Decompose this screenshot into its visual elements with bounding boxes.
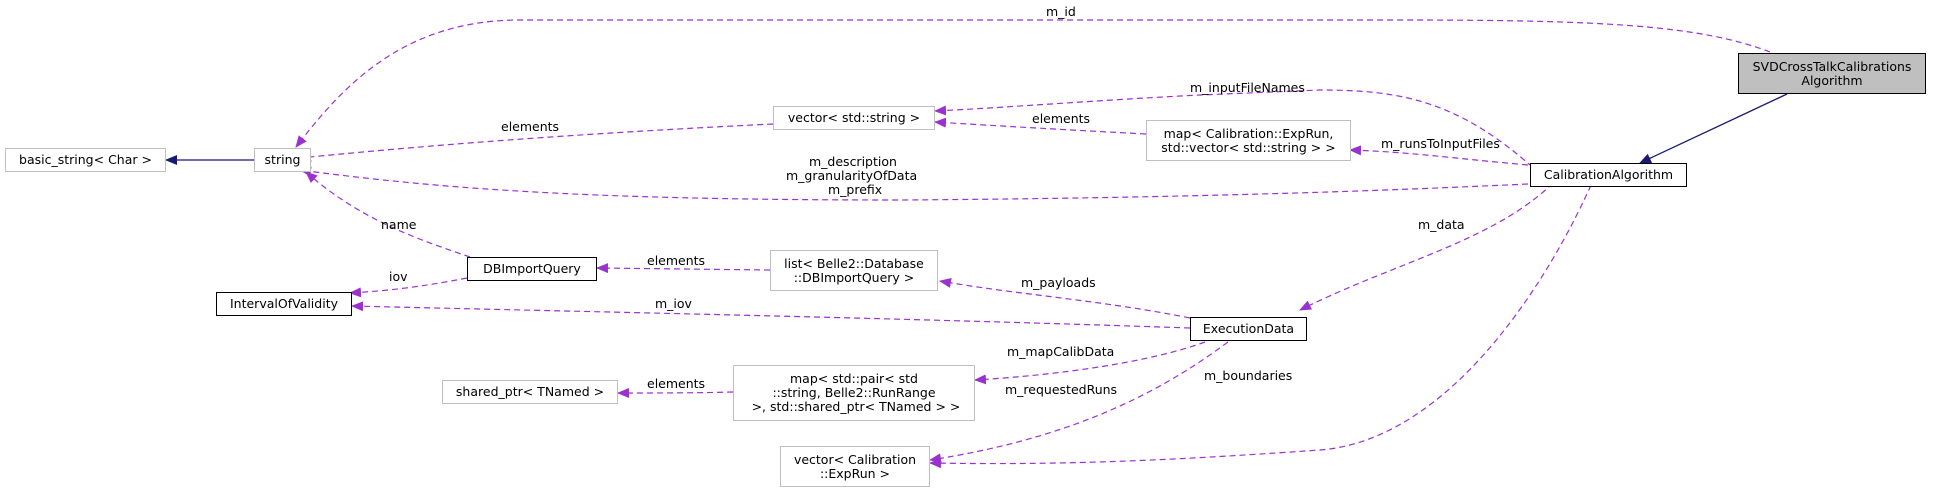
edge-m-description <box>299 166 1529 201</box>
node-label: >, std::shared_ptr< TNamed > > <box>747 399 961 414</box>
node-label: vector< Calibration <box>793 451 917 467</box>
edge-m-data <box>1299 175 1561 311</box>
node-string[interactable]: string <box>254 148 311 172</box>
node-map-calibration-exprun[interactable]: map< Calibration::ExpRun, std::vector< s… <box>1146 120 1351 161</box>
node-basic-string[interactable]: basic_string< Char > <box>5 148 166 172</box>
edge-label-elements: elements <box>501 119 559 134</box>
edge-m-mapcalibdata <box>974 341 1206 385</box>
edge-label-iov: iov <box>389 269 408 284</box>
edge-name <box>305 171 471 258</box>
node-label: vector< std::string > <box>787 110 921 125</box>
node-calibrationalgorithm[interactable]: CalibrationAlgorithm <box>1530 163 1687 187</box>
edge-label-m-inputfilenames: m_inputFileNames <box>1190 80 1305 95</box>
edge-label-m-prefix: m_prefix <box>828 182 882 197</box>
node-list-belle2-database-dbimportquery[interactable]: list< Belle2::Database ::DBImportQuery > <box>770 250 938 291</box>
edge-iov <box>349 277 468 298</box>
edge-m-requestedruns <box>929 341 1229 464</box>
node-vector-calibration-exprun[interactable]: vector< Calibration ::ExpRun > <box>780 446 930 487</box>
node-label: IntervalOfValidity <box>229 296 338 311</box>
node-executiondata[interactable]: ExecutionData <box>1190 317 1307 341</box>
node-label: ::string, Belle2::RunRange <box>772 385 936 400</box>
edge-label-m-runstoinputfiles: m_runsToInputFiles <box>1381 136 1500 151</box>
node-label: ExecutionData <box>1202 321 1295 336</box>
edge-label-m-mapcalibdata: m_mapCalibData <box>1007 344 1114 359</box>
edge-label-m-requestedruns: m_requestedRuns <box>1005 382 1117 397</box>
node-label: CalibrationAlgorithm <box>1543 167 1674 182</box>
node-label: shared_ptr< TNamed > <box>455 384 605 399</box>
edge-elements-mappair-shared <box>617 387 734 398</box>
node-map-std-pair-runrange[interactable]: map< std::pair< std ::string, Belle2::Ru… <box>733 365 975 421</box>
node-label: Algorithm <box>1801 72 1863 88</box>
node-svdcrosstalkcalibrationsalgorithm[interactable]: SVDCrossTalkCalibrations Algorithm <box>1738 53 1926 94</box>
edge-svd-to-calibrationalgorithm <box>1639 93 1788 164</box>
edge-label-elements: elements <box>647 376 705 391</box>
node-intervalofvalidity[interactable]: IntervalOfValidity <box>216 292 352 316</box>
edge-label-m-id: m_id <box>1046 4 1076 19</box>
edge-label-m-iov: m_iov <box>655 296 693 311</box>
node-label: map< Calibration::ExpRun, <box>1163 125 1334 141</box>
node-label: ::ExpRun > <box>819 465 891 481</box>
edge-label-m-description: m_description <box>809 154 897 169</box>
edge-m-id <box>295 19 1771 148</box>
node-label: SVDCrossTalkCalibrations <box>1752 58 1912 74</box>
node-label: std::vector< std::string > > <box>1161 139 1336 155</box>
edge-label-m-boundaries: m_boundaries <box>1204 368 1292 383</box>
edge-m-iov <box>351 301 1191 329</box>
node-label: map< std::pair< std <box>790 371 918 386</box>
edge-label-elements: elements <box>647 253 705 268</box>
edge-m-payloads <box>939 277 1191 319</box>
node-vector-std-string[interactable]: vector< std::string > <box>773 106 935 130</box>
edge-elements-listdb-dbq <box>596 263 771 274</box>
edge-label-m-payloads: m_payloads <box>1021 275 1096 290</box>
edge-label-m-granularityofdata: m_granularityOfData <box>786 168 917 183</box>
edge-m-runstoinputfiles <box>1349 145 1529 166</box>
edge-m-boundaries <box>929 175 1596 469</box>
node-label: ::DBImportQuery > <box>793 269 915 285</box>
node-shared-ptr-tnamed[interactable]: shared_ptr< TNamed > <box>442 380 618 404</box>
node-label: basic_string< Char > <box>19 152 152 167</box>
node-dbimportquery[interactable]: DBImportQuery <box>467 257 597 281</box>
edge-label-m-data: m_data <box>1418 217 1465 232</box>
edge-label-name: name <box>381 217 417 232</box>
node-label: list< Belle2::Database <box>784 255 924 271</box>
edge-elements-vecstr-string <box>299 123 774 162</box>
node-label: DBImportQuery <box>483 261 581 276</box>
node-label: string <box>264 152 301 167</box>
edge-label-elements: elements <box>1032 111 1090 126</box>
edge-m-inputfilenames <box>934 89 1541 175</box>
